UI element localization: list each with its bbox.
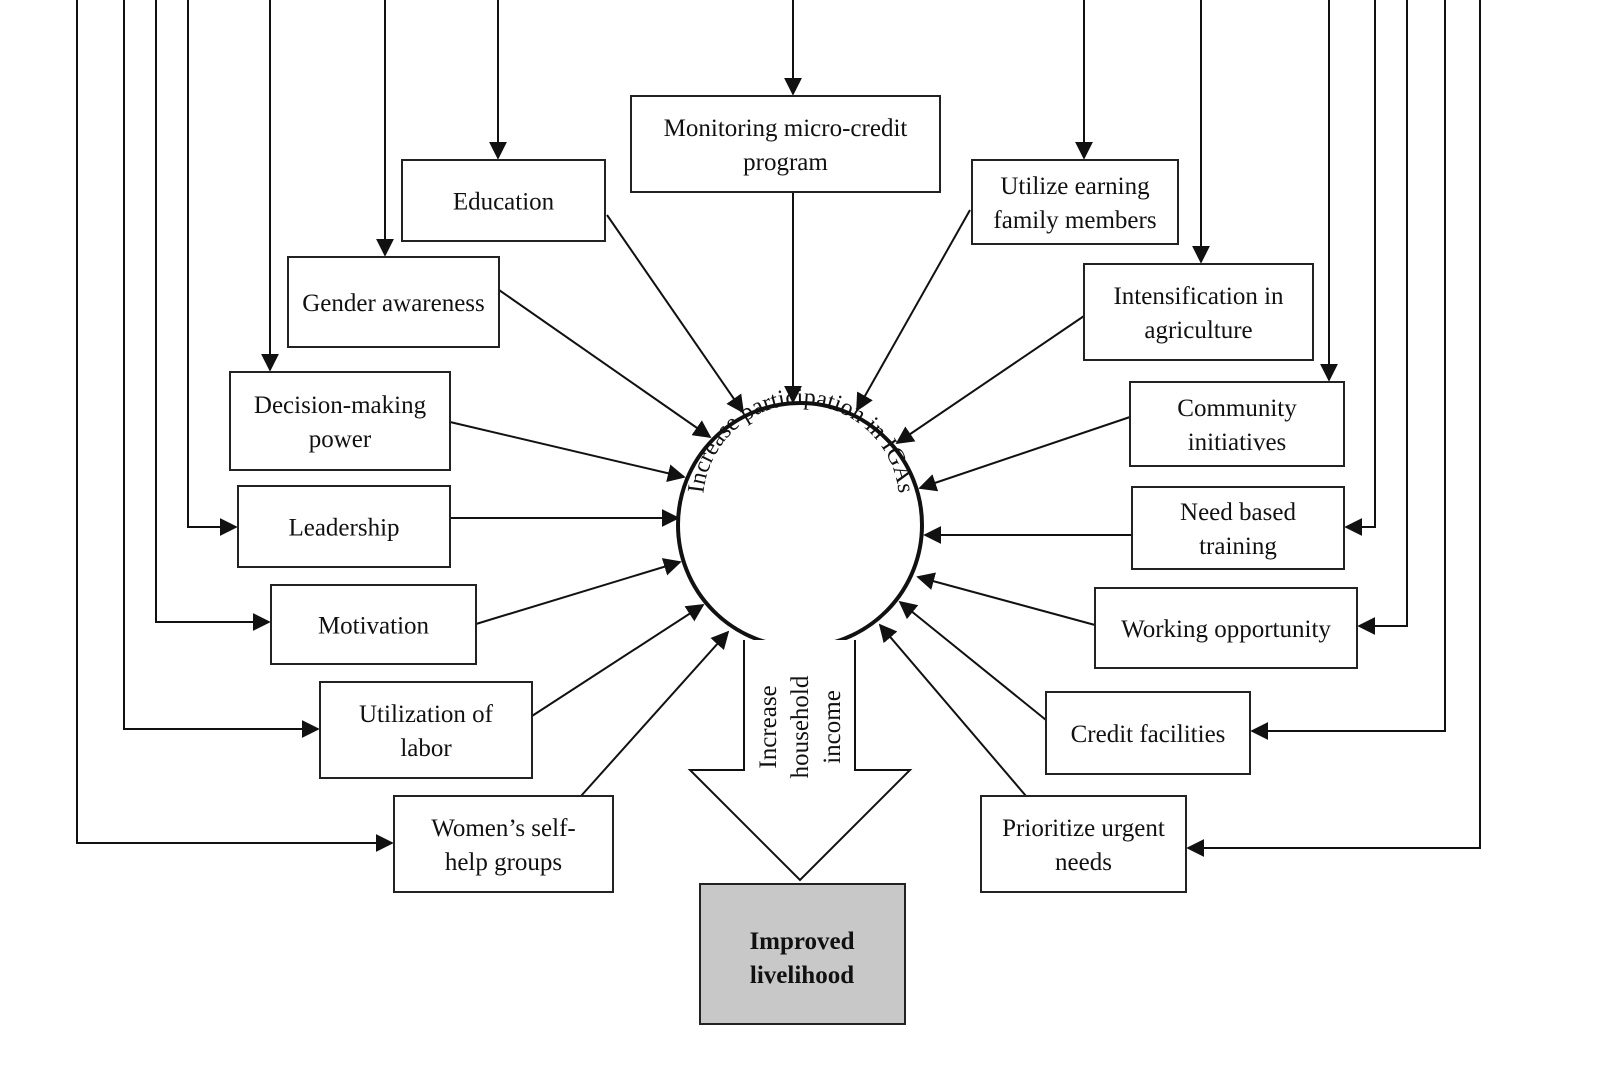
outcome-line: livelihood: [750, 962, 854, 989]
factor-label-womens-shg: Women’s self-: [431, 815, 575, 842]
factor-label-motivation: Motivation: [318, 613, 430, 640]
factor-label-gender-awareness: Gender awareness: [302, 290, 485, 317]
outcome-line: Improved: [749, 928, 854, 955]
factor-label-education: Education: [453, 189, 555, 216]
factor-box-working-opportunity: [1094, 587, 1358, 669]
factor-box-credit-facilities: [1045, 691, 1251, 775]
arrow-decision-making-to-center: [449, 421, 686, 483]
arrow-motivation-to-center: [475, 558, 682, 625]
arrow-label-line: household: [787, 675, 814, 778]
feedback-connector-credit-facilities: [1250, 0, 1446, 740]
arrow-working-opportunity-to-center: [916, 572, 1096, 626]
feedback-connector-need-based-training: [1344, 0, 1376, 536]
household-income-arrow: [687, 640, 913, 882]
factor-label-prioritize-needs: Prioritize urgent: [1002, 815, 1165, 842]
feedback-connector-utilization-labor: [123, 0, 320, 738]
factor-box-utilize-earning: [971, 159, 1179, 245]
arrow-gender-awareness-to-center: [498, 289, 712, 439]
arrow-community-to-center: [918, 416, 1131, 492]
factor-label-prioritize-needs: needs: [1055, 849, 1112, 876]
factor-box-education: [401, 159, 606, 242]
factor-label-intensification: Intensification in: [1113, 283, 1284, 310]
factor-label-utilization-labor: Utilization of: [359, 701, 494, 728]
factor-box-decision-making: [229, 371, 451, 471]
factor-box-monitoring: [630, 95, 941, 193]
factor-label-monitoring: program: [743, 149, 828, 176]
arrow-label-line: Increase: [755, 685, 782, 768]
factor-label-community: initiatives: [1188, 429, 1287, 456]
factor-box-prioritize-needs: [980, 795, 1187, 893]
factor-label-utilize-earning: Utilize earning: [1000, 173, 1150, 200]
factor-box-womens-shg: [393, 795, 614, 893]
factor-label-leadership: Leadership: [288, 515, 399, 542]
factor-label-utilization-labor: labor: [400, 735, 452, 762]
arrow-utilization-labor-to-center: [531, 604, 705, 717]
factor-label-decision-making: Decision-making: [254, 392, 427, 419]
arrow-label-line: income: [819, 690, 846, 764]
factor-label-working-opportunity: Working opportunity: [1121, 616, 1331, 643]
arrow-education-to-center: [606, 214, 745, 414]
factor-label-credit-facilities: Credit facilities: [1071, 721, 1226, 748]
factor-label-need-based-training: training: [1199, 533, 1277, 560]
factor-box-community: [1129, 381, 1345, 467]
factor-box-motivation: [270, 584, 477, 665]
improved-livelihood-box: [699, 883, 906, 1025]
feedback-connector-womens-shg: [76, 0, 394, 852]
feedback-connector-leadership: [187, 0, 238, 536]
feedback-connector-prioritize-needs: [1186, 0, 1481, 857]
factor-label-utilize-earning: family members: [993, 207, 1156, 234]
factor-label-decision-making: power: [309, 426, 372, 453]
feedback-connector-motivation: [155, 0, 271, 631]
arrow-prioritize-needs-to-center: [878, 623, 1027, 797]
factor-label-community: Community: [1177, 395, 1297, 422]
feedback-connector-working-opportunity: [1357, 0, 1408, 635]
factor-label-need-based-training: Need based: [1180, 499, 1296, 526]
arrow-intensification-to-center: [895, 315, 1085, 445]
arrow-womens-shg-to-center: [580, 630, 730, 797]
factor-box-intensification: [1083, 263, 1314, 361]
arrow-utilize-earning-to-center: [856, 209, 971, 412]
factor-label-intensification: agriculture: [1144, 317, 1252, 344]
factor-box-gender-awareness: [287, 256, 500, 348]
factor-box-utilization-labor: [319, 681, 533, 779]
factor-label-monitoring: Monitoring micro-credit: [664, 115, 908, 142]
factor-label-womens-shg: help groups: [445, 849, 562, 876]
factor-box-need-based-training: [1131, 486, 1345, 570]
factor-box-leadership: [237, 485, 451, 568]
arrow-credit-facilities-to-center: [898, 600, 1047, 721]
